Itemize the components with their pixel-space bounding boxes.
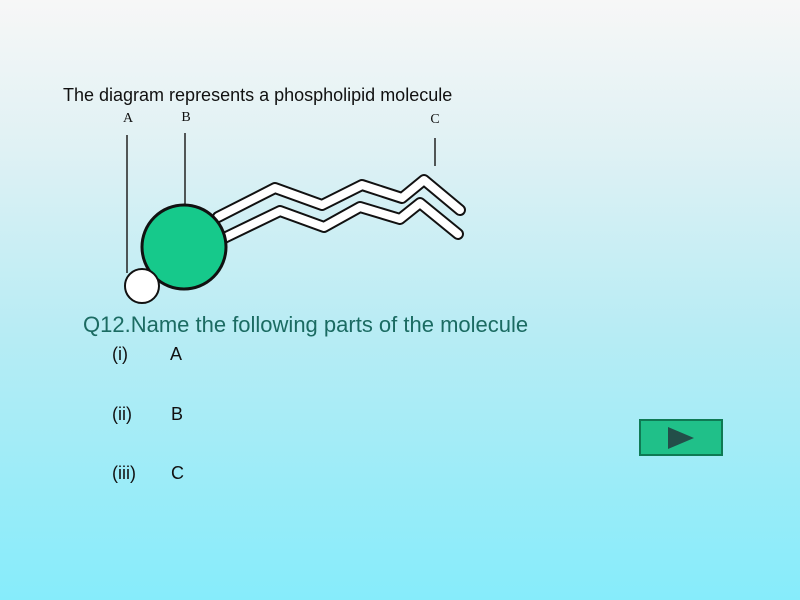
answer-label: C bbox=[171, 463, 185, 483]
answer-row-1: (i) A bbox=[112, 344, 182, 365]
question-title: Q12.Name the following parts of the mole… bbox=[83, 312, 529, 337]
phosphate-head bbox=[140, 203, 228, 291]
answer-label: B bbox=[171, 404, 184, 424]
phospholipid-diagram: A B C bbox=[123, 110, 466, 304]
label-c: C bbox=[430, 112, 439, 127]
fatty-acid-tail-upper bbox=[212, 174, 466, 223]
answer-row-2: (ii) B bbox=[112, 404, 183, 425]
answer-number: (i) bbox=[112, 344, 128, 364]
play-icon bbox=[668, 426, 694, 449]
answer-number: (ii) bbox=[112, 404, 132, 424]
next-button[interactable] bbox=[639, 419, 723, 456]
small-head-group bbox=[124, 268, 160, 304]
fatty-acid-tail-lower bbox=[214, 197, 464, 246]
answer-number: (iii) bbox=[112, 463, 136, 483]
label-a: A bbox=[123, 111, 134, 126]
label-b: B bbox=[181, 110, 190, 125]
answer-label: A bbox=[170, 344, 183, 364]
answer-row-3: (iii) C bbox=[112, 463, 184, 484]
intro-text: The diagram represents a phospholipid mo… bbox=[63, 85, 453, 105]
